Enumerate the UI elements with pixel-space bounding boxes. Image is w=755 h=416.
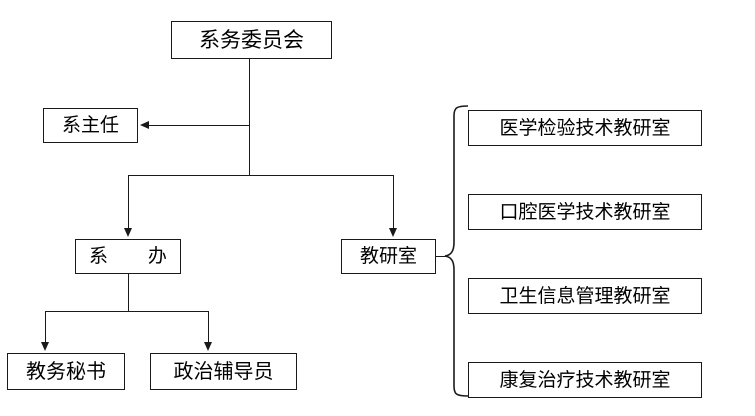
brace-bracket-icon xyxy=(444,105,469,397)
connector-committee-trunk xyxy=(249,59,250,176)
node-political-counselor-label: 政治辅导员 xyxy=(173,360,274,383)
connector-branch-bar-level2 xyxy=(128,175,394,176)
node-teaching-section-label: 教研室 xyxy=(359,246,417,267)
node-teaching-section: 教研室 xyxy=(341,239,436,274)
node-academic-secretary: 教务秘书 xyxy=(7,353,125,390)
connector-to-political-counselor xyxy=(208,311,209,344)
node-department-label: 口腔医学技术教研室 xyxy=(499,201,671,223)
node-committee-label: 系务委员会 xyxy=(199,27,304,52)
arrowhead-director xyxy=(140,121,149,129)
node-director-label: 系主任 xyxy=(61,115,119,136)
connector-to-teaching-section xyxy=(393,175,394,230)
arrowhead-academic-secretary xyxy=(41,342,49,351)
node-department-medical-laboratory: 医学检验技术教研室 xyxy=(468,110,702,146)
node-department-label: 医学检验技术教研室 xyxy=(499,117,671,139)
connector-to-office xyxy=(128,175,129,230)
node-office-label: 系 办 xyxy=(89,246,178,267)
node-department-label: 康复治疗技术教研室 xyxy=(499,369,671,391)
connector-branch-bar-level3 xyxy=(45,311,209,312)
connector-committee-to-director xyxy=(149,125,249,126)
connector-teaching-to-brace xyxy=(436,256,446,257)
node-office: 系 办 xyxy=(75,239,181,274)
node-committee: 系务委员会 xyxy=(171,21,332,59)
node-department-stomatology: 口腔医学技术教研室 xyxy=(468,194,702,230)
node-political-counselor: 政治辅导员 xyxy=(150,353,297,390)
connector-to-academic-secretary xyxy=(45,311,46,344)
arrowhead-political-counselor xyxy=(204,342,212,351)
arrowhead-office xyxy=(124,228,132,237)
node-department-label: 卫生信息管理教研室 xyxy=(499,285,671,307)
node-director: 系主任 xyxy=(43,108,138,143)
node-department-health-information: 卫生信息管理教研室 xyxy=(468,278,702,314)
connector-office-trunk xyxy=(128,274,129,312)
node-academic-secretary-label: 教务秘书 xyxy=(26,360,106,383)
node-department-rehabilitation: 康复治疗技术教研室 xyxy=(468,362,702,398)
arrowhead-teaching-section xyxy=(389,228,397,237)
